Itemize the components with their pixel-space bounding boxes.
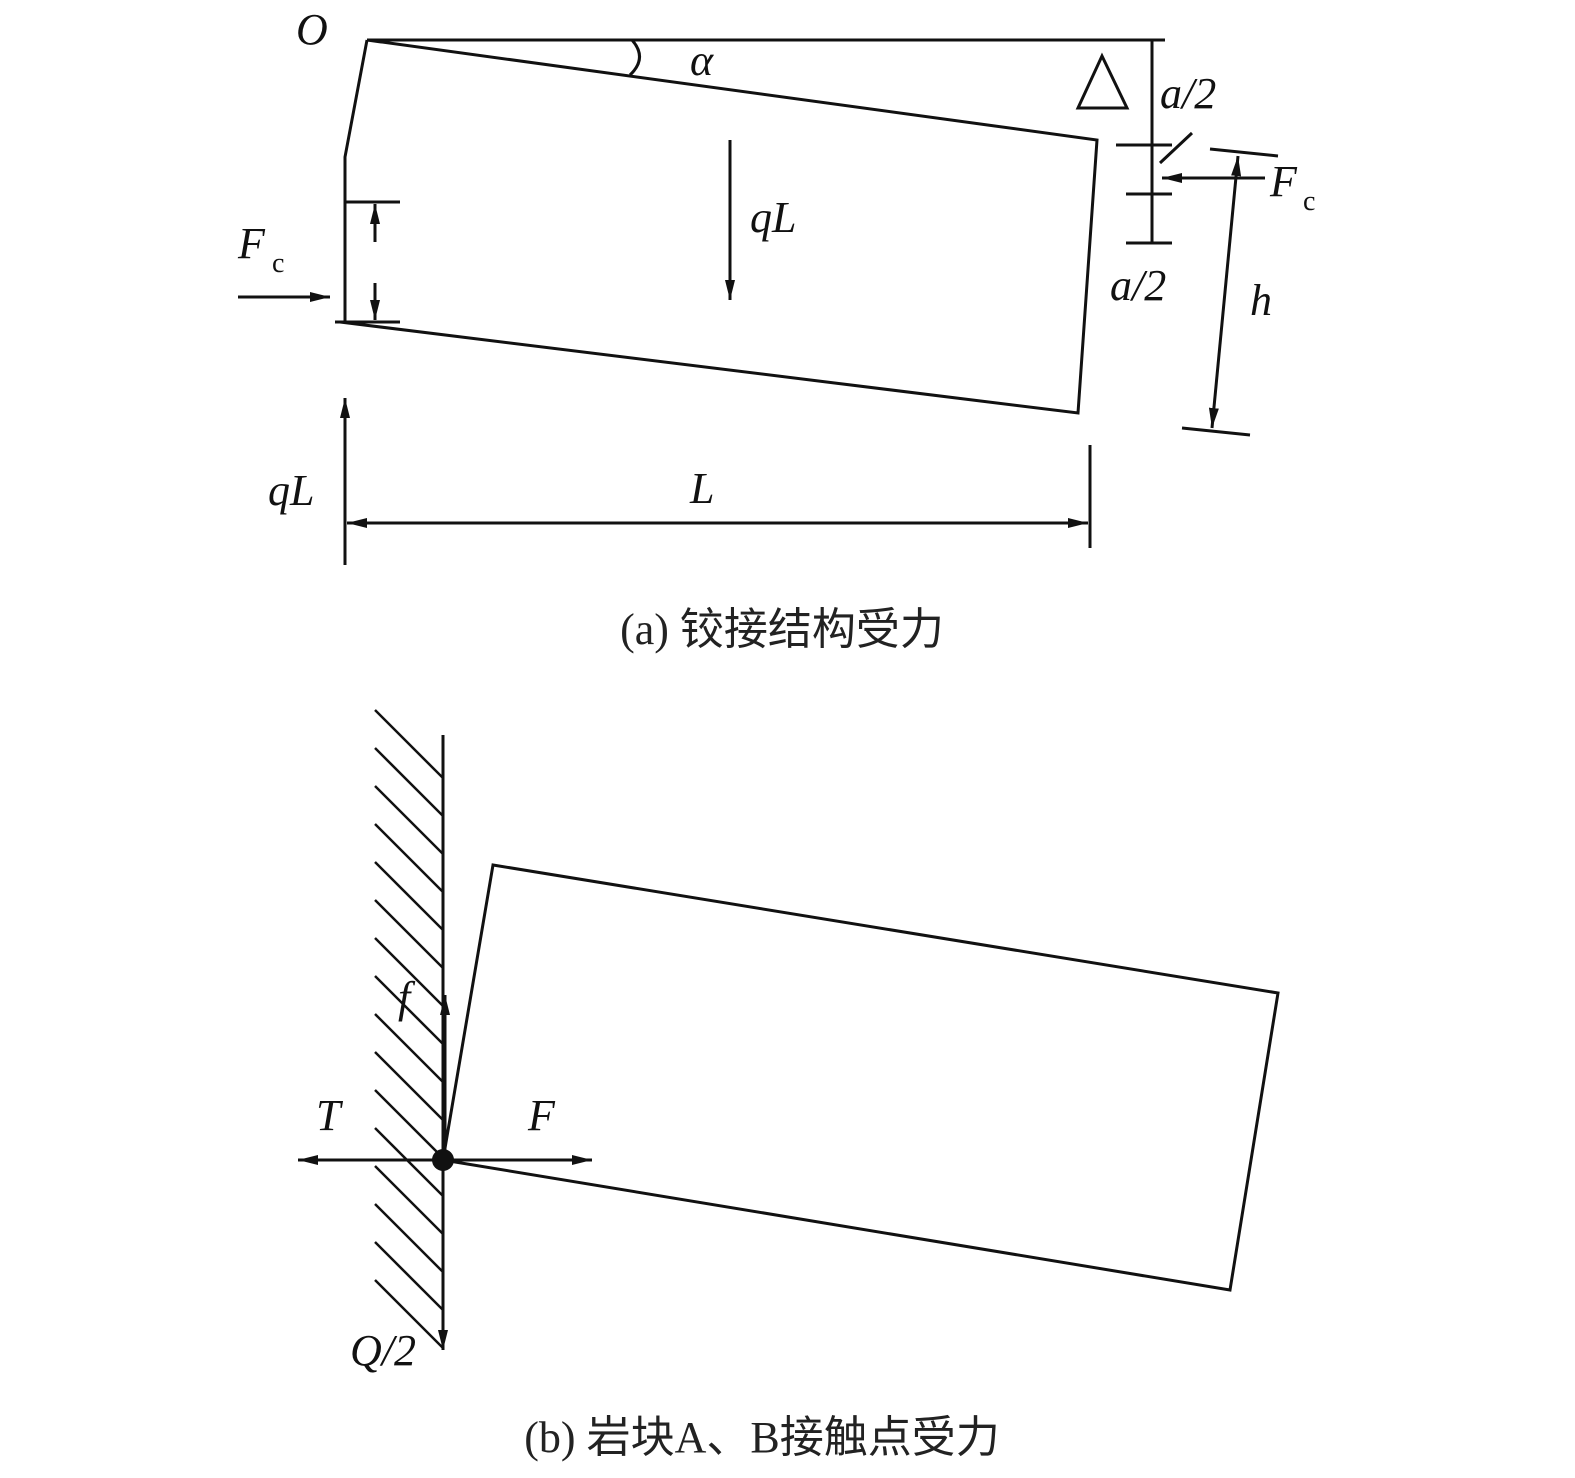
h-tick-top: [1209, 147, 1279, 158]
h-dimension-arrow: [1208, 155, 1242, 429]
caption-a: (a) 铰接结构受力: [620, 605, 944, 654]
label-a-half-top: a/2: [1160, 69, 1216, 118]
support-triangle-icon: [1075, 52, 1130, 110]
label-fc-left-sub: c: [272, 248, 284, 279]
label-fc-right-sub: c: [1303, 186, 1315, 217]
label-shear: Q/2: [350, 1326, 416, 1375]
label-height: h: [1250, 276, 1272, 325]
h-tick-bottom: [1181, 426, 1251, 437]
label-a-half-bottom: a/2: [1110, 261, 1166, 310]
label-origin: O: [296, 5, 328, 54]
contact-point: [432, 1149, 454, 1171]
wall-hatching: [374, 709, 444, 1349]
angle-arc: [628, 39, 641, 77]
label-tension: T: [316, 1091, 344, 1140]
label-fc-right: F: [1269, 157, 1298, 206]
label-length: L: [689, 464, 714, 513]
caption-b: (b) 岩块A、B接触点受力: [524, 1413, 999, 1462]
rock-block-outline: [441, 863, 1280, 1292]
label-fc-left: F: [237, 219, 266, 268]
label-ql-up: qL: [268, 466, 314, 515]
hinged-block-outline: [339, 38, 1099, 415]
slant-mark: [1158, 131, 1194, 165]
label-force: F: [527, 1091, 556, 1140]
label-angle: α: [690, 36, 714, 85]
label-ql-down: qL: [750, 193, 796, 242]
